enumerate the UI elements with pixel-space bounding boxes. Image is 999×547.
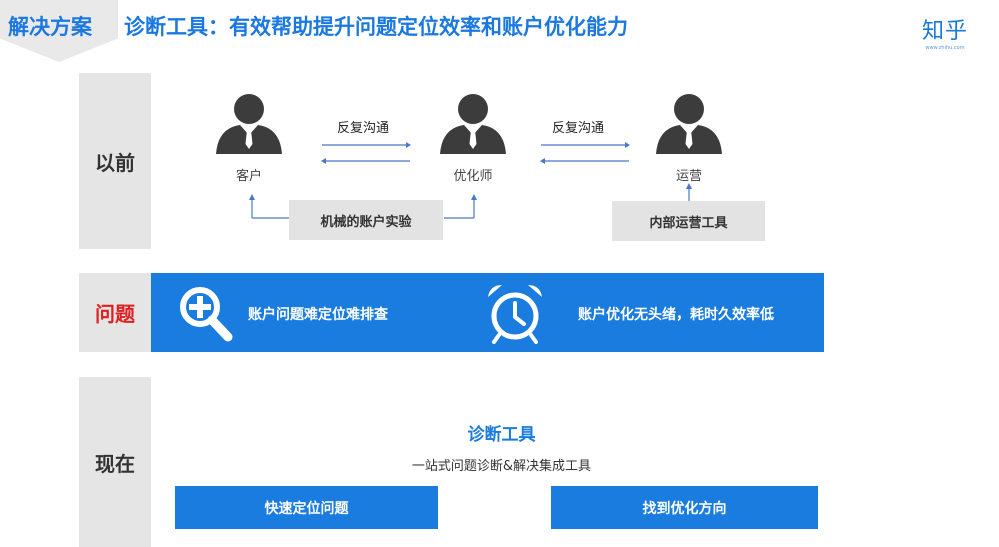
zhihu-logo: 知乎 www.zhihu.com <box>915 20 975 52</box>
tool-subtitle: 一站式问题诊断&解决集成工具 <box>411 459 592 474</box>
magnify-plus-icon <box>180 287 233 342</box>
tool-subtitle-row: 一站式问题诊断&解决集成工具 <box>0 455 999 474</box>
person-icon <box>656 94 722 154</box>
section-label: 解决方案 <box>8 15 92 39</box>
now-label: 现在 <box>79 377 151 547</box>
locate-problem-button[interactable]: 快速定位问题 <box>175 486 438 529</box>
communication-label-left: 反复沟通 <box>337 121 390 136</box>
alarm-clock-icon <box>488 285 542 344</box>
person-label-customer: 客户 <box>235 169 262 184</box>
find-direction-button[interactable]: 找到优化方向 <box>551 486 818 529</box>
tool-title-row: 诊断工具 <box>0 420 999 445</box>
logo-text: 知乎 <box>921 19 968 44</box>
problem-label: 问题 <box>79 273 151 352</box>
mechanical-experiment-box: 机械的账户实验 <box>289 200 443 240</box>
problem-text-1: 账户问题难定位难排查 <box>248 307 388 323</box>
tool-title: 诊断工具 <box>467 425 536 445</box>
double-arrow-icon <box>540 142 630 164</box>
page-title: 诊断工具：有效帮助提升问题定位效率和账户优化能力 <box>124 15 628 39</box>
problem-band <box>151 273 824 352</box>
connector-arrows-icon <box>249 194 477 219</box>
logo-url: www.zhihu.com <box>925 45 965 51</box>
internal-ops-tool-box: 内部运营工具 <box>612 201 765 241</box>
person-label-operations: 运营 <box>675 169 702 184</box>
up-arrow-icon <box>686 183 692 203</box>
person-icon <box>440 94 506 154</box>
communication-label-right: 反复沟通 <box>552 121 605 136</box>
problem-text-2: 账户优化无头绪，耗时久效率低 <box>578 307 774 323</box>
double-arrow-icon <box>321 142 411 164</box>
person-icon <box>216 94 282 154</box>
before-label: 以前 <box>79 73 151 249</box>
person-label-optimizer: 优化师 <box>453 169 493 184</box>
